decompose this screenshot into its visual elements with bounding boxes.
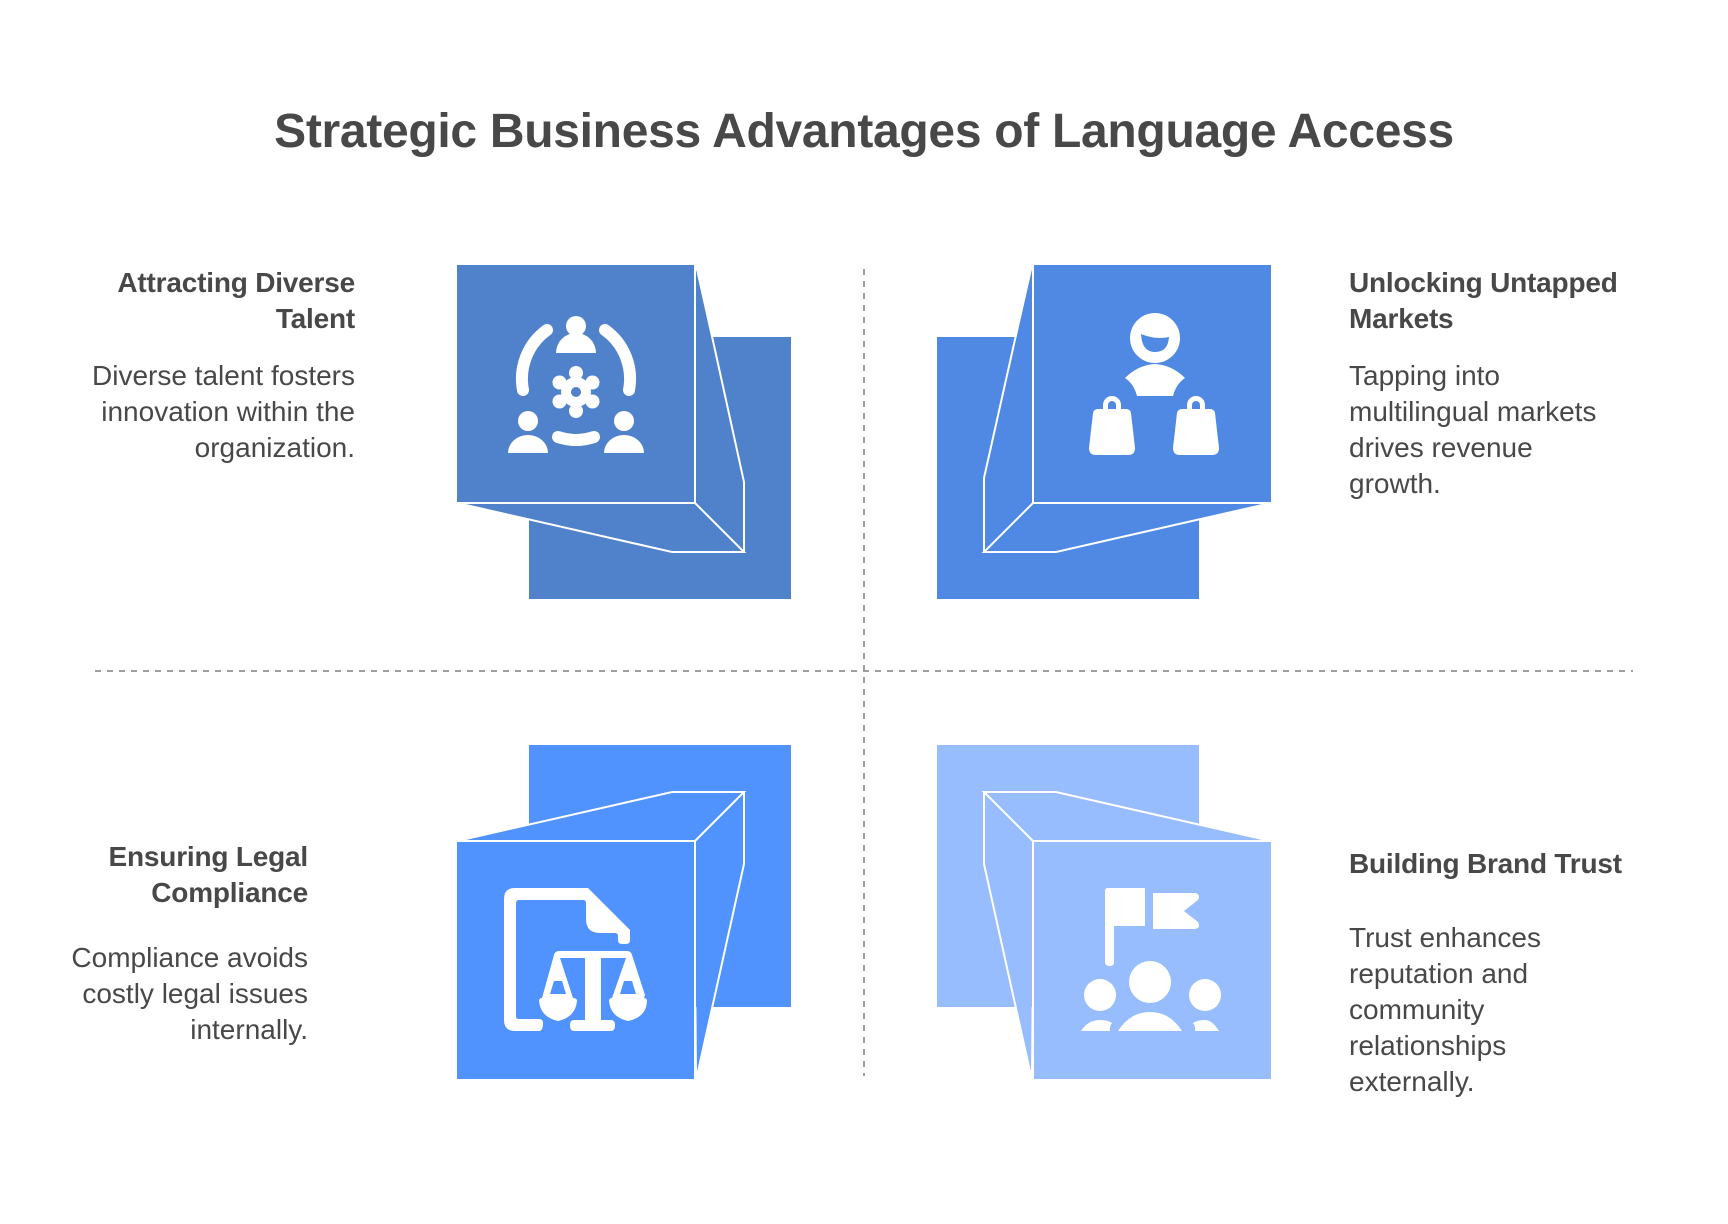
quadrant-description: Trust enhances reputation and community …	[1349, 922, 1541, 1097]
quadrant-attracting-diverse-talent: Attracting Diverse Talent Diverse talent…	[75, 265, 355, 466]
quadrant-dividers	[95, 269, 1633, 1076]
q2-box	[937, 265, 1272, 599]
quadrant-description: Diverse talent fosters innovation within…	[92, 360, 355, 463]
quadrant-description: Compliance avoids costly legal issues in…	[71, 942, 308, 1045]
quadrant-heading: Building Brand Trust	[1349, 848, 1622, 879]
team-collaboration-gear-icon	[508, 316, 644, 453]
community-flags-icon	[1081, 888, 1221, 1031]
quadrant-description: Tapping into multilingual markets drives…	[1349, 360, 1597, 499]
q1-box	[456, 265, 791, 599]
quadrant-unlocking-untapped-markets: Unlocking Untapped Markets Tapping into …	[1349, 265, 1629, 502]
legal-document-scales-icon	[504, 888, 647, 1031]
q4-box	[937, 745, 1272, 1079]
quadrant-heading: Ensuring Legal Compliance	[108, 841, 309, 908]
quadrant-heading: Unlocking Untapped Markets	[1349, 267, 1618, 334]
quadrant-building-brand-trust: Building Brand Trust Trust enhances repu…	[1349, 846, 1629, 1100]
customer-shopping-bags-icon	[1089, 313, 1219, 455]
page-title: Strategic Business Advantages of Languag…	[274, 105, 1454, 158]
quadrant-heading: Attracting Diverse Talent	[117, 267, 355, 334]
quadrant-ensuring-legal-compliance: Ensuring Legal Compliance Compliance avo…	[71, 839, 309, 1048]
q3-box	[456, 745, 791, 1079]
